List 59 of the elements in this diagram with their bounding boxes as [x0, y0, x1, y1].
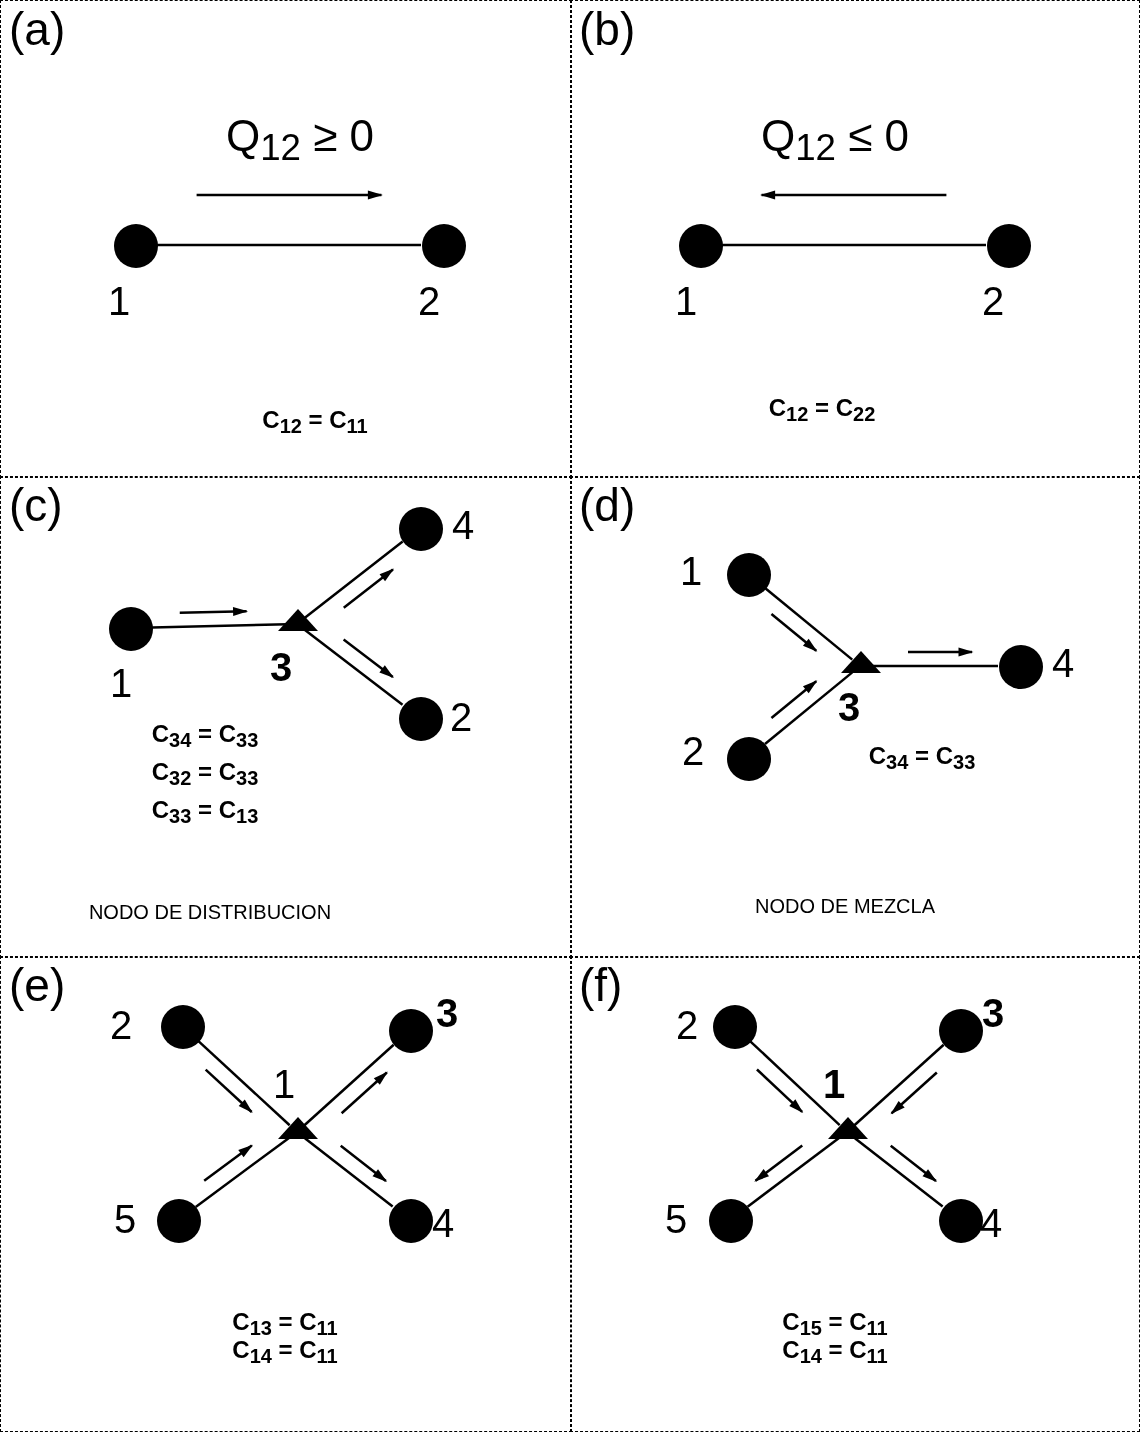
pipe-line: [303, 1043, 395, 1127]
concentration-equation: C$_{12}$ = C$_{11}$: [262, 405, 368, 439]
node-number: 4: [978, 1201, 1004, 1245]
pipe-line: [746, 1137, 840, 1208]
pipe-line: [197, 1040, 291, 1127]
panel-frame: [0, 476, 572, 958]
concentration-equation: C$_{12}$ = C$_{22}$: [768, 393, 876, 427]
pipe-line: [854, 1137, 944, 1208]
panel-frame: [570, 476, 1140, 958]
node-number: 3: [268, 645, 294, 689]
node-number: 2: [680, 729, 706, 773]
pipe-line: [722, 243, 986, 247]
caption-text: NODO DE MEZCLA: [755, 894, 935, 918]
panel-label: (e): [9, 959, 66, 1011]
pipe-line: [304, 1137, 394, 1208]
node-number: 3: [980, 991, 1006, 1035]
panel-frame: [0, 0, 572, 478]
panel-frame: [570, 0, 1140, 478]
node-number: 2: [108, 1003, 134, 1047]
panel-label: (a): [9, 3, 66, 55]
concentration-equation: C$_{33}$ = C$_{13}$: [151, 795, 259, 829]
pipe-line: [194, 1136, 290, 1208]
node-number: 2: [980, 279, 1006, 323]
node-number: 1: [673, 279, 699, 323]
pipe-line: [304, 540, 404, 619]
node-number: 1: [678, 549, 704, 593]
panel-label: (b): [579, 3, 636, 55]
node-number: 2: [448, 695, 474, 739]
panel-frame: [0, 956, 572, 1432]
node-number: 4: [450, 503, 476, 547]
node-number: 3: [434, 991, 460, 1035]
panel-label: (f): [579, 959, 623, 1011]
node-number: 2: [674, 1003, 700, 1047]
node-number: 1: [108, 661, 134, 705]
node-number: 1: [106, 279, 132, 323]
node-number: 4: [1050, 641, 1076, 685]
node-number: 3: [836, 685, 862, 729]
panel-label: (d): [579, 479, 636, 531]
pipe-line: [749, 1040, 841, 1127]
flow-condition: Q$_{12}$ ≤ 0: [760, 110, 910, 170]
concentration-equation: C$_{32}$ = C$_{33}$: [151, 757, 259, 791]
node-number: 1: [271, 1062, 297, 1106]
caption-text: NODO DE DISTRIBUCION: [88, 900, 332, 924]
pipe-line: [764, 587, 854, 661]
panel-label: (c): [9, 479, 63, 531]
concentration-equation: C$_{34}$ = C$_{33}$: [868, 741, 976, 775]
node-number: 5: [112, 1197, 138, 1241]
panel-frame: [570, 956, 1140, 1432]
pipe-line: [304, 629, 404, 706]
node-number: 1: [821, 1062, 847, 1106]
node-number: 4: [430, 1201, 456, 1245]
node-number: 5: [663, 1197, 689, 1241]
concentration-equation: C$_{34}$ = C$_{33}$: [151, 719, 259, 753]
pipe-line: [764, 671, 854, 745]
flow-condition: Q$_{12}$ ≥ 0: [225, 110, 375, 170]
pipe-line: [157, 243, 421, 247]
node-number: 2: [416, 279, 442, 323]
pipe-line: [853, 1043, 945, 1127]
pipe-line: [151, 623, 288, 629]
